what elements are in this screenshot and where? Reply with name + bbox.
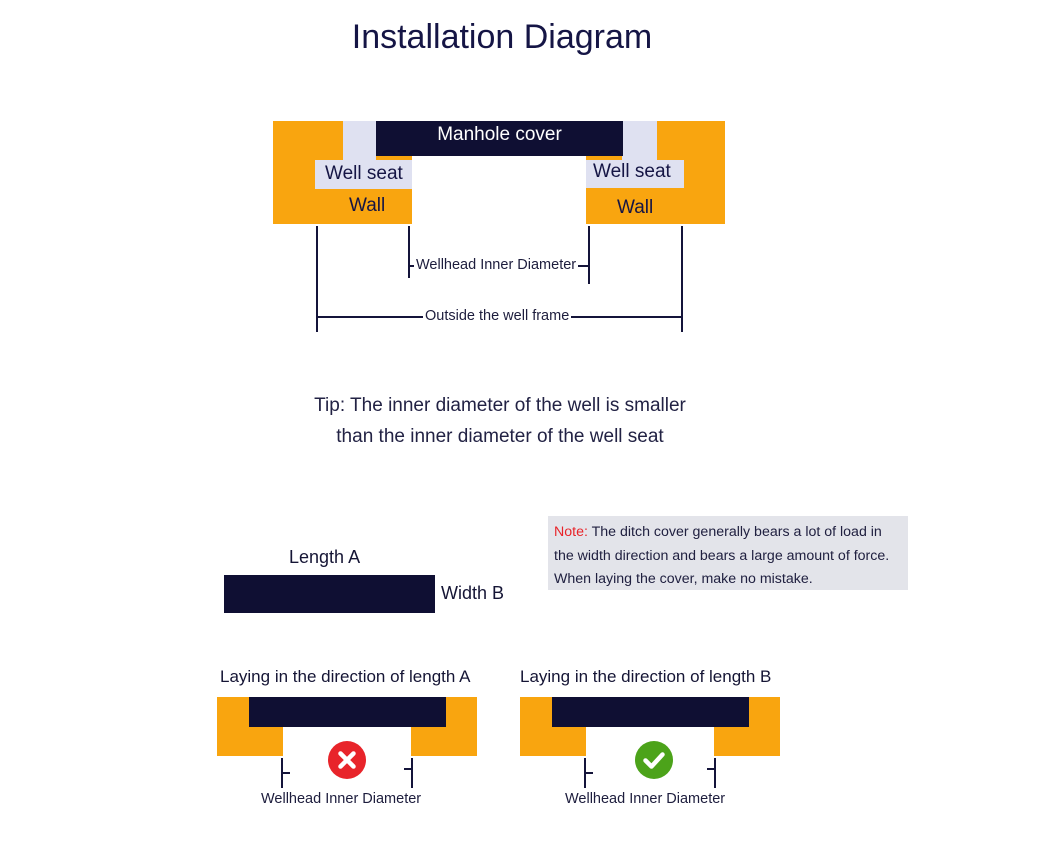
cross-icon: [328, 741, 366, 779]
page-title: Installation Diagram: [351, 18, 653, 56]
manhole-cover-block: [376, 121, 623, 156]
width-b-label: Width B: [441, 583, 505, 603]
laying-a-right-extension: [411, 758, 413, 788]
laying-b-diameter-label: Wellhead Inner Diameter: [565, 791, 726, 807]
laying-a-right-tick: [404, 768, 412, 770]
outside-frame-label: Outside the well frame: [423, 308, 572, 324]
well-seat-left-upper: [343, 121, 376, 161]
tip-line-1: Tip: The inner diameter of the well is s…: [314, 395, 686, 416]
frame-right-extension-line: [681, 226, 683, 332]
laying-option-b-label: Laying in the direction of length B: [520, 667, 772, 686]
note-text: The ditch cover generally bears a lot of…: [554, 524, 890, 587]
well-seat-left-label: Well seat: [325, 163, 403, 184]
well-seat-right-upper: [622, 121, 657, 161]
length-a-label: Length A: [289, 547, 361, 567]
check-icon: [635, 741, 673, 779]
well-seat-right-lower: [586, 160, 684, 188]
laying-b-right-extension: [714, 758, 716, 788]
inner-diameter-label: Wellhead Inner Diameter: [414, 257, 579, 273]
inner-left-extension-line: [408, 226, 410, 278]
inner-right-extension-line: [588, 226, 590, 284]
well-seat-right-label: Well seat: [593, 161, 671, 182]
manhole-cover-label: Manhole cover: [437, 124, 562, 145]
laying-a-diameter-label: Wellhead Inner Diameter: [261, 791, 422, 807]
laying-b-cover: [552, 697, 749, 727]
frame-left-extension-line: [316, 226, 318, 332]
note-box: Note: The ditch cover generally bears a …: [548, 516, 908, 590]
note-prefix: Note:: [554, 524, 588, 540]
laying-option-a-label: Laying in the direction of length A: [220, 667, 471, 686]
laying-a-cover: [249, 697, 446, 727]
laying-a-left-tick: [282, 772, 290, 774]
well-seat-left-lower: [315, 160, 412, 189]
wall-left-label: Wall: [349, 195, 386, 216]
ditch-cover-bar: [224, 575, 435, 613]
wall-right-label: Wall: [617, 197, 654, 218]
tip-line-2: than the inner diameter of the well seat: [336, 426, 664, 447]
laying-b-left-tick: [585, 772, 593, 774]
laying-b-right-tick: [707, 768, 715, 770]
